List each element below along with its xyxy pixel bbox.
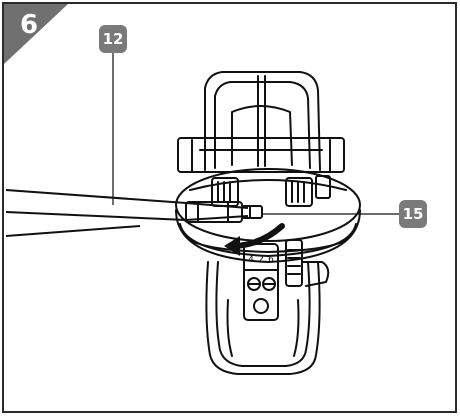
step-number: 6 [19,10,39,40]
indicator-label: 6 [268,255,274,265]
indicator-label: 4 [248,255,254,265]
indicator-labels: 4 2 6 [248,255,274,265]
tool-rod [5,189,263,237]
step-badge-shape [4,4,68,64]
callout-12: 12 [99,25,127,53]
callout-15: 15 [399,200,427,228]
rotation-arrow [224,223,285,256]
indicator-label: 2 [258,255,264,265]
device-body [175,71,361,375]
